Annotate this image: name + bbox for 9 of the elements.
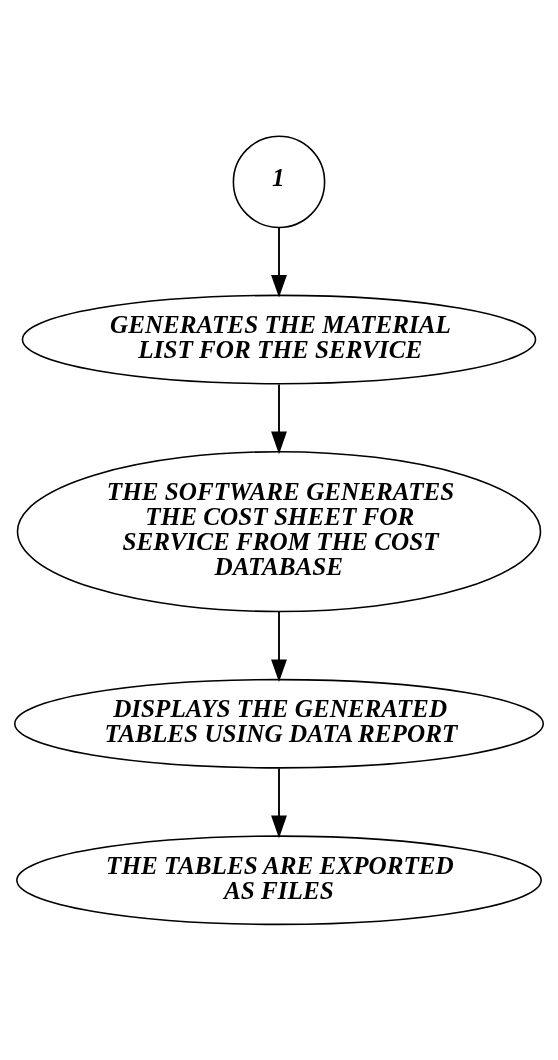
node-ellipse: THE SOFTWARE GENERATES THE COST SHEET FOR SERVICE FROM THE COST DATABASE [16,450,542,612]
arrow [271,383,287,454]
node-ellipse: DISPLAYS THE GENERATED TABLES USING DATA REPORT [14,678,544,769]
node-circle: 1 [232,135,326,228]
arrow [271,767,287,838]
arrow [271,610,287,682]
arrow [271,226,287,298]
node-ellipse: THE TABLES ARE EXPORTED AS FILES [16,834,542,925]
node-ellipse: GENERATES THE MATERIAL LIST FOR THE SERVICE [21,294,537,384]
